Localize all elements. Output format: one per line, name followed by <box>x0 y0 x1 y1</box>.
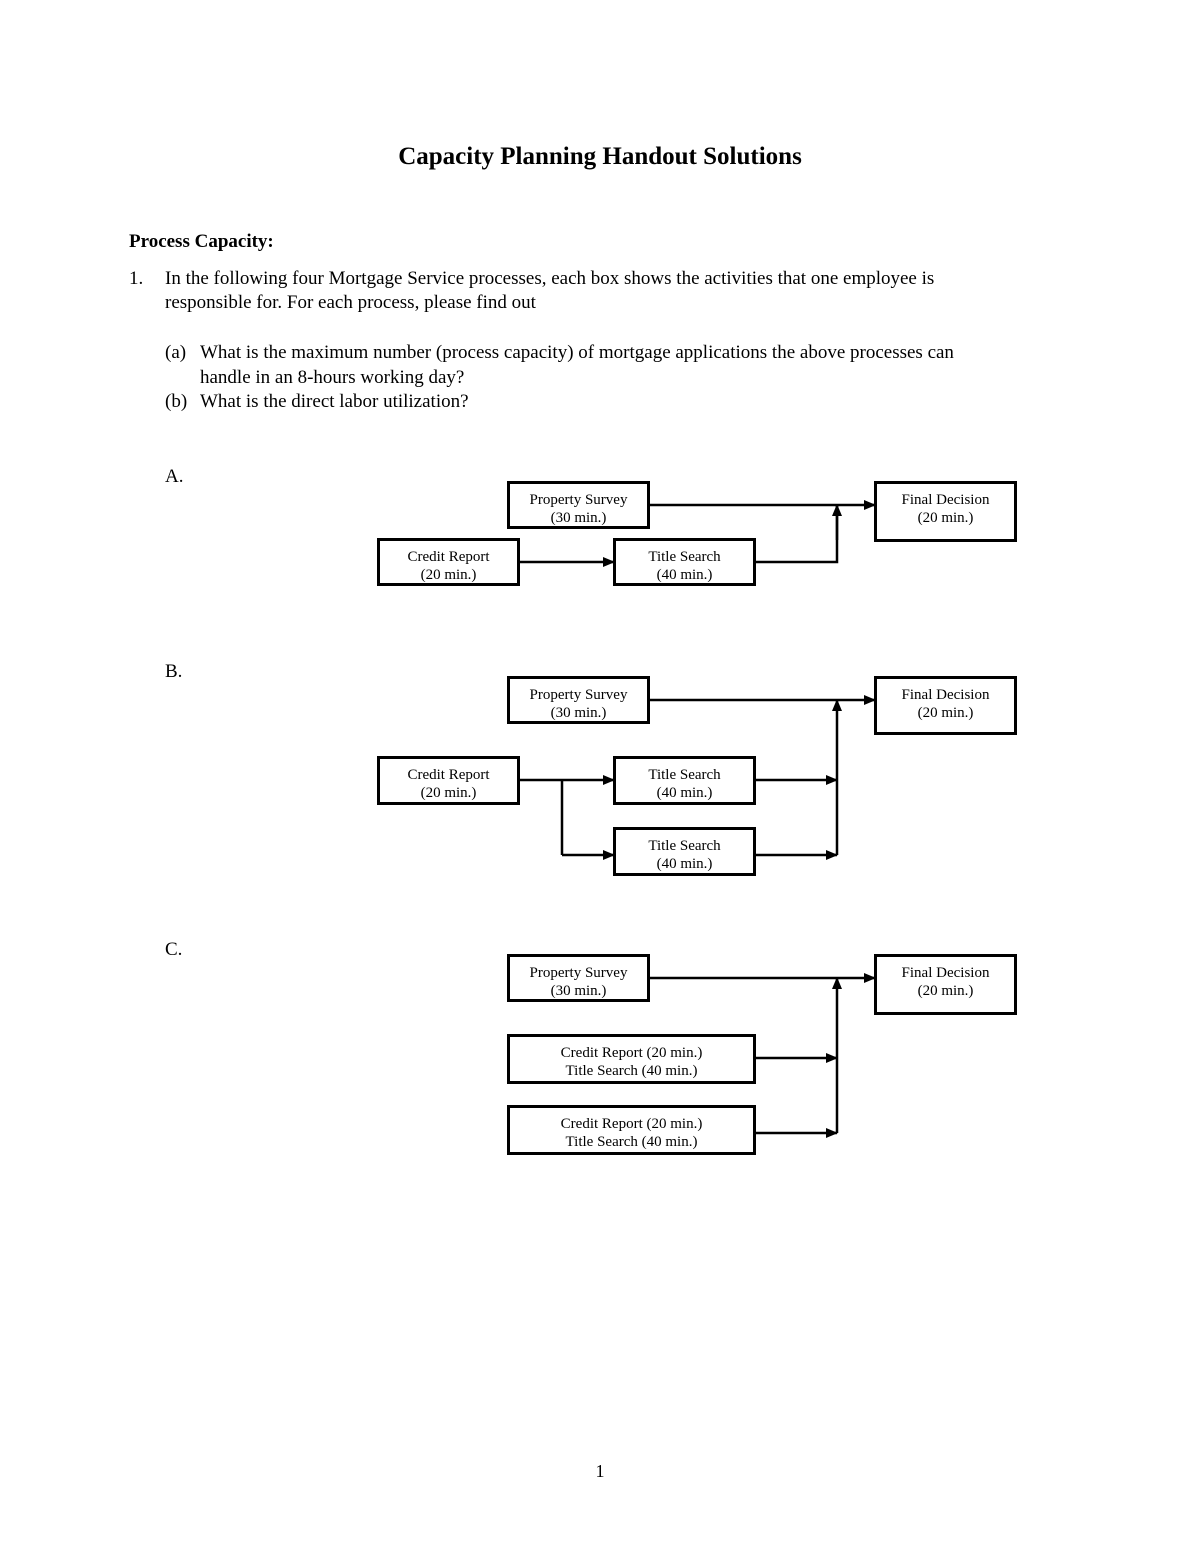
box-line2: (20 min.) <box>917 510 974 526</box>
diagram-a-property-survey-box: Property Survey (30 min.) <box>507 481 650 529</box>
diagram-b-label: B. <box>165 661 183 682</box>
box-line1: Property Survey <box>529 965 628 981</box>
diagram-c-final-decision-box: Final Decision (20 min.) <box>874 954 1017 1015</box>
subquestion-a-marker: (a) <box>165 342 187 363</box>
diagram-c-credit-title-1-box: Credit Report (20 min.) Title Search (40… <box>507 1034 756 1084</box>
diagram-c-label: C. <box>165 939 183 960</box>
page-number: 1 <box>595 1461 605 1481</box>
box-line1: Credit Report <box>407 549 490 565</box>
diagram-b-title-search-2-box: Title Search (40 min.) <box>613 827 756 876</box>
subquestion-a-line1: What is the maximum number (process capa… <box>200 342 954 363</box>
diagram-b-final-decision-box: Final Decision (20 min.) <box>874 676 1017 735</box>
box-line2: (20 min.) <box>917 983 974 999</box>
box-line2: (20 min.) <box>420 567 477 583</box>
page-title: Capacity Planning Handout Solutions <box>398 143 802 170</box>
box-line1: Final Decision <box>901 965 990 981</box>
question-text-line2: responsible for. For each process, pleas… <box>165 292 536 313</box>
question-number: 1. <box>129 268 144 289</box>
box-line2: (40 min.) <box>656 856 713 872</box>
box-line2: (20 min.) <box>420 785 477 801</box>
box-line2: (30 min.) <box>550 510 607 526</box>
diagram-a-label: A. <box>165 466 184 487</box>
subquestion-b-marker: (b) <box>165 391 188 412</box>
diagram-c-property-survey-box: Property Survey (30 min.) <box>507 954 650 1002</box>
box-line2: (20 min.) <box>917 705 974 721</box>
arrow-a-title-to-merge <box>755 505 839 564</box>
diagram-c-credit-title-2-box: Credit Report (20 min.) Title Search (40… <box>507 1105 756 1155</box>
box-line1: Credit Report (20 min.) <box>560 1116 703 1132</box>
diagram-a-final-decision-box: Final Decision (20 min.) <box>874 481 1017 542</box>
box-line1: Property Survey <box>529 492 628 508</box>
box-line2: (40 min.) <box>656 567 713 583</box>
diagram-a-title-search-box: Title Search (40 min.) <box>613 538 756 586</box>
box-line2: (30 min.) <box>550 983 607 999</box>
box-line2: (40 min.) <box>656 785 713 801</box>
subquestion-a-line2: handle in an 8-hours working day? <box>200 367 465 388</box>
question-text-line1: In the following four Mortgage Service p… <box>165 268 935 289</box>
box-line1: Title Search <box>648 767 721 783</box>
box-line2: Title Search (40 min.) <box>565 1134 698 1150</box>
box-line1: Title Search <box>648 838 721 854</box>
box-line1: Final Decision <box>901 492 990 508</box>
box-line1: Credit Report (20 min.) <box>560 1045 703 1061</box>
diagram-b-title-search-1-box: Title Search (40 min.) <box>613 756 756 805</box>
diagram-b-property-survey-box: Property Survey (30 min.) <box>507 676 650 724</box>
box-line1: Final Decision <box>901 687 990 703</box>
diagram-b-credit-report-box: Credit Report (20 min.) <box>377 756 520 805</box>
box-line2: (30 min.) <box>550 705 607 721</box>
box-line1: Credit Report <box>407 767 490 783</box>
subquestion-b-line1: What is the direct labor utilization? <box>200 391 469 412</box>
box-line1: Title Search <box>648 549 721 565</box>
box-line1: Property Survey <box>529 687 628 703</box>
section-heading: Process Capacity: <box>129 231 274 252</box>
diagram-a-credit-report-box: Credit Report (20 min.) <box>377 538 520 586</box>
box-line2: Title Search (40 min.) <box>565 1063 698 1079</box>
